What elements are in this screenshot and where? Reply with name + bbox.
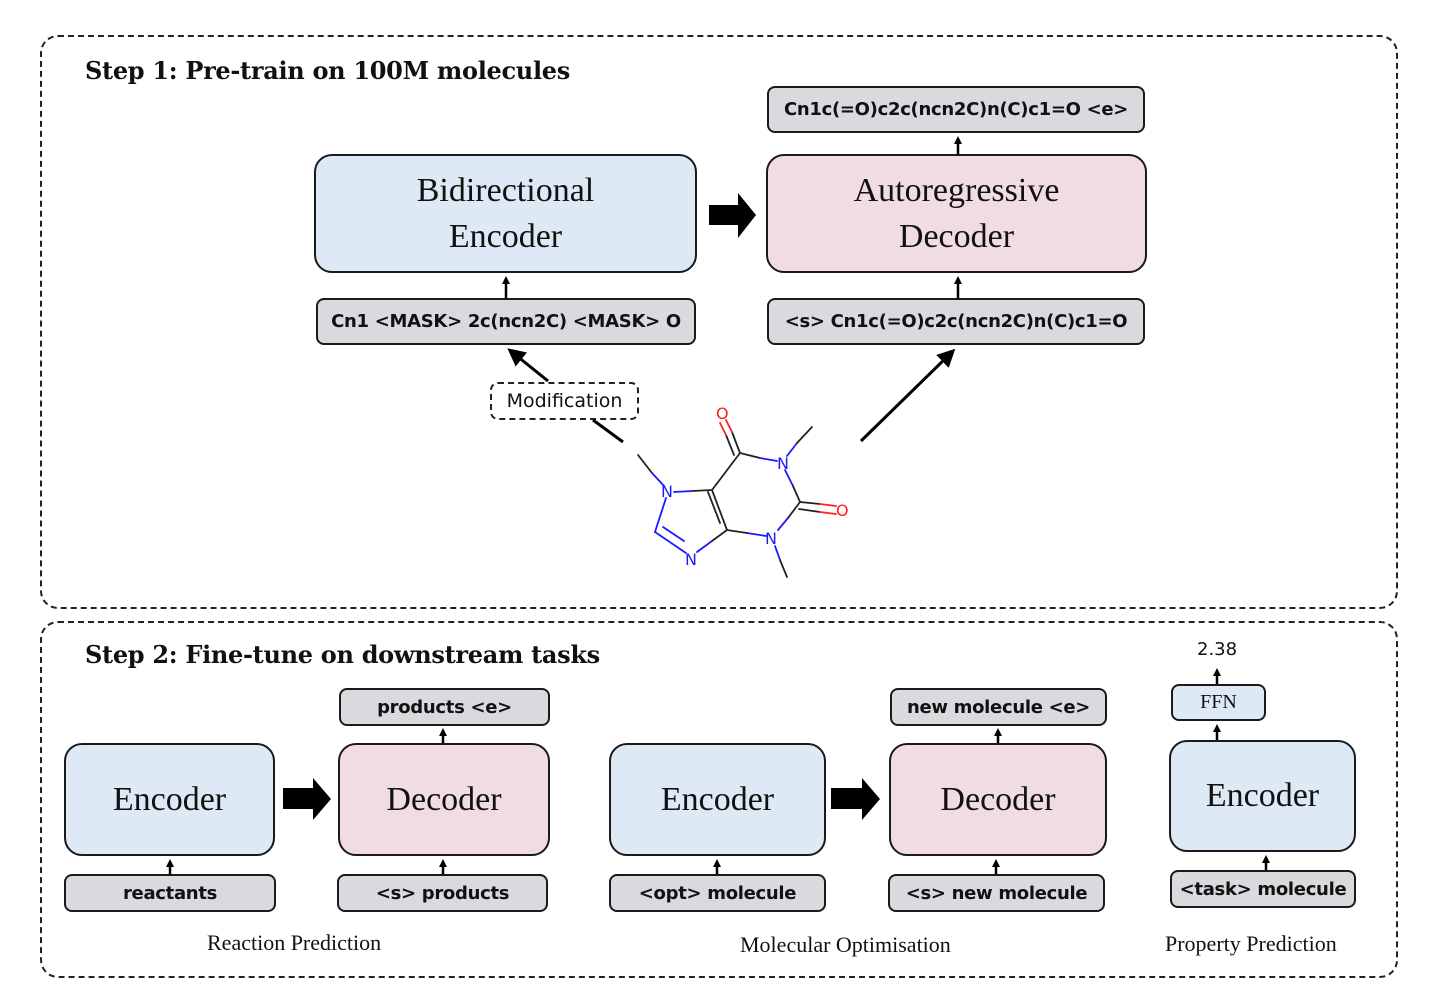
rp-encoder-input: reactants bbox=[64, 874, 276, 912]
arrow-modification-to-encinput bbox=[507, 348, 549, 383]
rp-encoder-label: Encoder bbox=[112, 780, 227, 818]
step2-title: Step 2: Fine-tune on downstream tasks bbox=[85, 640, 600, 669]
atom-n3: N bbox=[765, 529, 777, 548]
pp-caption: Property Prediction bbox=[1165, 931, 1337, 956]
atom-n1: N bbox=[777, 454, 789, 473]
rp-decoder-box: Decoder bbox=[338, 743, 550, 856]
line-molecule-to-modification bbox=[592, 418, 624, 444]
atom-n7: N bbox=[661, 482, 673, 501]
mo-encoder-input: <opt> molecule bbox=[609, 874, 826, 912]
step2-panel bbox=[40, 621, 1398, 978]
mo-decoder-box: Decoder bbox=[889, 743, 1107, 856]
modification-box: Modification bbox=[490, 382, 639, 420]
step1-panel bbox=[40, 35, 1398, 609]
pp-encoder-input: <task> molecule bbox=[1170, 870, 1356, 908]
atom-o2: O bbox=[836, 501, 849, 520]
rp-arrows bbox=[166, 728, 447, 874]
rp-decoder-input: <s> products bbox=[337, 874, 548, 912]
caffeine-molecule bbox=[637, 419, 837, 578]
rp-decoder-label: Decoder bbox=[386, 780, 502, 818]
mo-decoder-output: new molecule <e> bbox=[890, 688, 1107, 726]
rp-block-arrow bbox=[283, 778, 331, 820]
mo-block-arrow bbox=[831, 778, 880, 820]
mo-encoder-box: Encoder bbox=[609, 743, 826, 856]
decoder-label-line1: Autoregressive bbox=[853, 171, 1060, 209]
atom-o6: O bbox=[716, 404, 729, 423]
pp-arrows bbox=[1213, 668, 1270, 870]
decoder-output-tokens: Cn1c(=O)c2c(ncn2C)n(C)c1=O <e> bbox=[767, 86, 1145, 133]
arrow-molecule-to-decinput bbox=[859, 348, 956, 443]
atom-n9: N bbox=[685, 550, 697, 569]
mo-caption: Molecular Optimisation bbox=[740, 932, 951, 957]
pp-encoder-label: Encoder bbox=[1205, 777, 1320, 814]
decoder-label-line2: Decoder bbox=[898, 217, 1015, 255]
rp-encoder-box: Encoder bbox=[64, 743, 275, 856]
pp-encoder-box: Encoder bbox=[1169, 740, 1356, 852]
pp-ffn-box: FFN bbox=[1171, 684, 1266, 721]
mo-encoder-label: Encoder bbox=[660, 780, 775, 818]
rp-decoder-output: products <e> bbox=[339, 688, 550, 726]
encoder-input-tokens: Cn1 <MASK> 2c(ncn2C) <MASK> O bbox=[316, 298, 696, 345]
mo-decoder-input: <s> new molecule bbox=[888, 874, 1105, 912]
big-arrow-encoder-to-decoder bbox=[709, 193, 756, 238]
molecule-atom-labels: N N N N O O bbox=[661, 404, 849, 569]
decoder-input-tokens: <s> Cn1c(=O)c2c(ncn2C)n(C)c1=O bbox=[767, 298, 1145, 345]
encoder-label-line1: Bidirectional bbox=[416, 171, 595, 209]
encoder-label-line2: Encoder bbox=[448, 217, 563, 255]
mo-decoder-label: Decoder bbox=[940, 780, 1056, 818]
modification-label: Modification bbox=[506, 390, 623, 412]
pp-ffn-label: FFN bbox=[1200, 691, 1237, 713]
mo-arrows bbox=[713, 728, 1002, 874]
step1-title: Step 1: Pre-train on 100M molecules bbox=[85, 56, 570, 85]
pp-output-value: 2.38 bbox=[1197, 639, 1238, 660]
rp-caption: Reaction Prediction bbox=[207, 930, 382, 955]
